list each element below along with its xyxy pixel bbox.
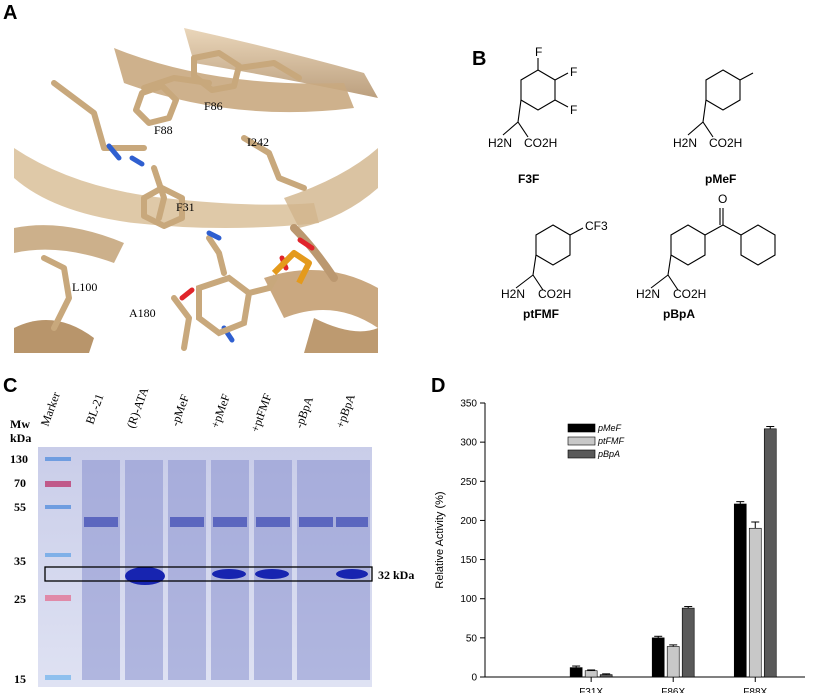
- mw-marker-15: 15: [14, 672, 26, 686]
- residue-label-i242: I242: [247, 135, 269, 149]
- mw-header: Mw: [10, 417, 30, 431]
- legend-label-pBpA: pBpA: [597, 449, 620, 459]
- x-tick-label: F86X: [661, 687, 685, 693]
- residue-label-f88: F88: [154, 123, 173, 137]
- lane-label-minus-pbpa: -pBpA: [292, 394, 316, 430]
- f3f-amine: H2N: [488, 136, 512, 150]
- kda-header: kDa: [10, 431, 32, 445]
- y-axis-label: Relative Activity (%): [434, 491, 446, 588]
- pbpa-name: pBpA: [663, 307, 695, 321]
- gel-drawing: Marker BL-21 (R)-ATA -pMeF +pMeF +ptFMF …: [10, 385, 414, 687]
- f3f-name: F3F: [518, 172, 540, 186]
- protein-structure-image: F88 F86 I242 F31 L100 A180: [14, 28, 378, 353]
- y-tick-label: 200: [460, 516, 477, 527]
- pmef-name: pMeF: [705, 172, 737, 186]
- lane-label-minus-pmef: -pMeF: [168, 392, 192, 428]
- y-tick-label: 150: [460, 555, 477, 566]
- bar-ptFMF-F31X: [584, 670, 598, 678]
- legend-swatch-pBpA: [567, 449, 596, 459]
- panel-a-letter: A: [3, 2, 18, 24]
- lane-label-plus-pbpa: +pBpA: [333, 392, 358, 430]
- ptfmf-name: ptFMF: [523, 307, 559, 321]
- lane-label-plus-pmef: +pMeF: [208, 392, 233, 430]
- lane-label-bl21: BL-21: [83, 392, 107, 426]
- panel-b-letter: B: [472, 48, 487, 70]
- f3f-carboxyl: CO2H: [524, 136, 557, 150]
- chemical-structures-drawing: F F F H2N CO2H H2N CO2H CF3 H2N CO2H O H…: [488, 45, 776, 301]
- residue-label-a180: A180: [129, 306, 156, 320]
- y-tick-label: 300: [460, 438, 477, 449]
- panel-c-letter: C: [3, 375, 18, 397]
- band-size-label: 32 kDa: [378, 568, 414, 582]
- f3f-fluorine-lower: F: [570, 103, 577, 117]
- x-tick-label: F88X: [743, 687, 767, 693]
- mw-marker-35: 35: [14, 554, 26, 568]
- pbpa-carboxyl: CO2H: [673, 287, 706, 301]
- y-tick-label: 100: [460, 594, 477, 605]
- bar-ptFMF-F88X: [748, 527, 762, 678]
- mw-marker-55: 55: [14, 500, 26, 514]
- mw-marker-130: 130: [10, 452, 28, 466]
- gel-panel: Mw kDa: [0, 365, 420, 693]
- mw-marker-25: 25: [14, 592, 26, 606]
- f3f-fluorine-top: F: [535, 45, 542, 59]
- y-tick-label: 250: [460, 477, 477, 488]
- pbpa-amine: H2N: [636, 287, 660, 301]
- chemical-structures-panel: F F F H2N CO2H H2N CO2H CF3 H2N CO2H O H…: [458, 40, 808, 360]
- bar-pMeF-F86X: [651, 637, 665, 678]
- ptfmf-carboxyl: CO2H: [538, 287, 571, 301]
- legend-swatch-pMeF: [567, 423, 596, 433]
- lane-label-plus-ptfmf: +ptFMF: [248, 391, 275, 434]
- bar-pMeF-F88X: [733, 503, 747, 678]
- lane-label-marker: Marker: [38, 390, 63, 428]
- residue-label-f31: F31: [176, 200, 195, 214]
- ptfmf-cf3: CF3: [585, 219, 608, 233]
- x-tick-label: F31X: [579, 687, 603, 693]
- bar-pBpA-F31X: [599, 674, 613, 678]
- y-tick-label: 50: [466, 633, 478, 644]
- protein-structure-illustration: F88 F86 I242 F31 L100 A180: [14, 28, 378, 353]
- y-tick-label: 350: [460, 399, 477, 410]
- pmef-amine: H2N: [673, 136, 697, 150]
- bar-pBpA-F88X: [763, 428, 777, 678]
- legend-label-ptFMF: ptFMF: [597, 436, 625, 446]
- residue-label-l100: L100: [72, 280, 97, 294]
- pbpa-oxygen: O: [718, 192, 727, 206]
- pmef-carboxyl: CO2H: [709, 136, 742, 150]
- bar-pMeF-F31X: [569, 667, 583, 678]
- bar-pBpA-F86X: [681, 607, 695, 678]
- lane-label-rata: (R)-ATA: [124, 385, 152, 430]
- legend-label-pMeF: pMeF: [597, 423, 622, 433]
- f3f-fluorine-upper: F: [570, 65, 577, 79]
- mw-marker-70: 70: [14, 476, 26, 490]
- ptfmf-amine: H2N: [501, 287, 525, 301]
- y-tick-label: 0: [471, 673, 477, 684]
- panel-d-letter: D: [431, 375, 446, 397]
- legend-swatch-ptFMF: [567, 436, 596, 446]
- residue-label-f86: F86: [204, 99, 223, 113]
- bar-ptFMF-F86X: [666, 646, 680, 678]
